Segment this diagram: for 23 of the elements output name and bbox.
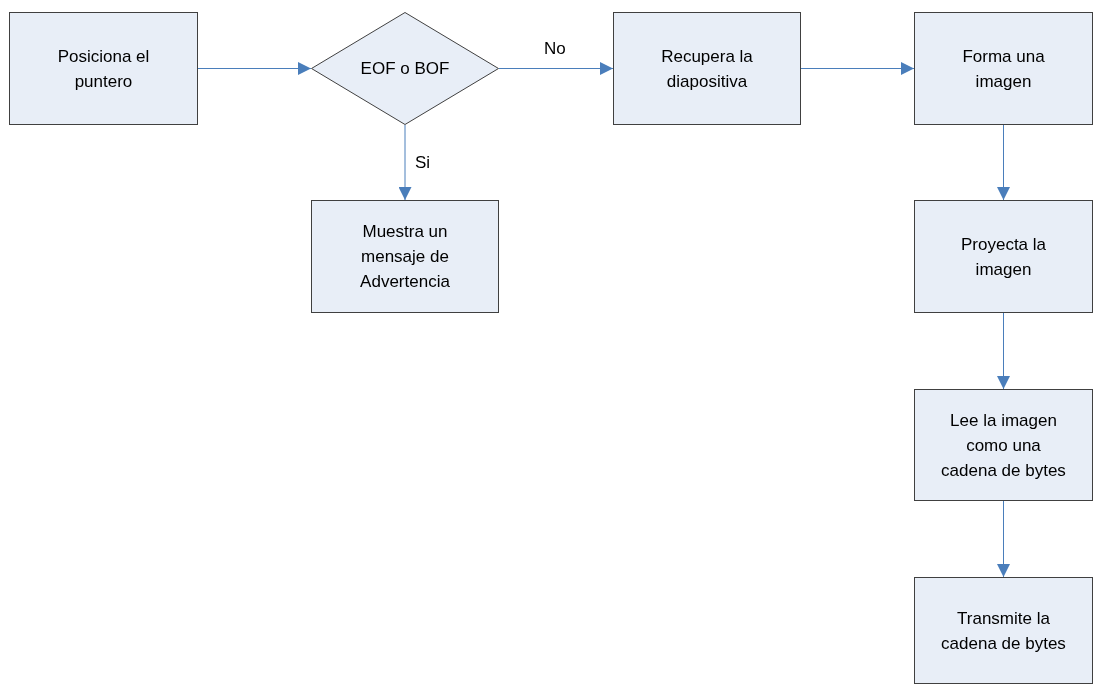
process-box xyxy=(9,12,198,125)
node-text: Forma una imagen xyxy=(961,45,1046,93)
arrow xyxy=(997,124,1010,201)
arrow xyxy=(997,312,1010,390)
process-box xyxy=(914,577,1093,684)
arrow xyxy=(997,500,1010,578)
process-box xyxy=(311,200,499,313)
node-text: Proyecta la imagen xyxy=(959,233,1047,281)
arrow xyxy=(498,62,614,75)
process-box xyxy=(914,12,1093,125)
arrow xyxy=(398,124,412,201)
node-text: Posiciona el puntero xyxy=(56,45,151,93)
process-box xyxy=(914,389,1093,501)
node-text: EOF o BOF xyxy=(359,58,451,80)
process-box xyxy=(914,200,1093,313)
arrow xyxy=(800,62,915,75)
process-box xyxy=(613,12,801,125)
node-text: Lee la imagen como una cadena de bytes xyxy=(940,409,1067,482)
node-text: Recupera la diapositiva xyxy=(660,45,754,93)
arrow xyxy=(197,62,312,75)
node-text: Muestra un mensaje de Advertencia xyxy=(359,221,451,293)
decision-diamond xyxy=(311,12,499,125)
node-text: Transmite la cadena de bytes xyxy=(940,607,1067,655)
